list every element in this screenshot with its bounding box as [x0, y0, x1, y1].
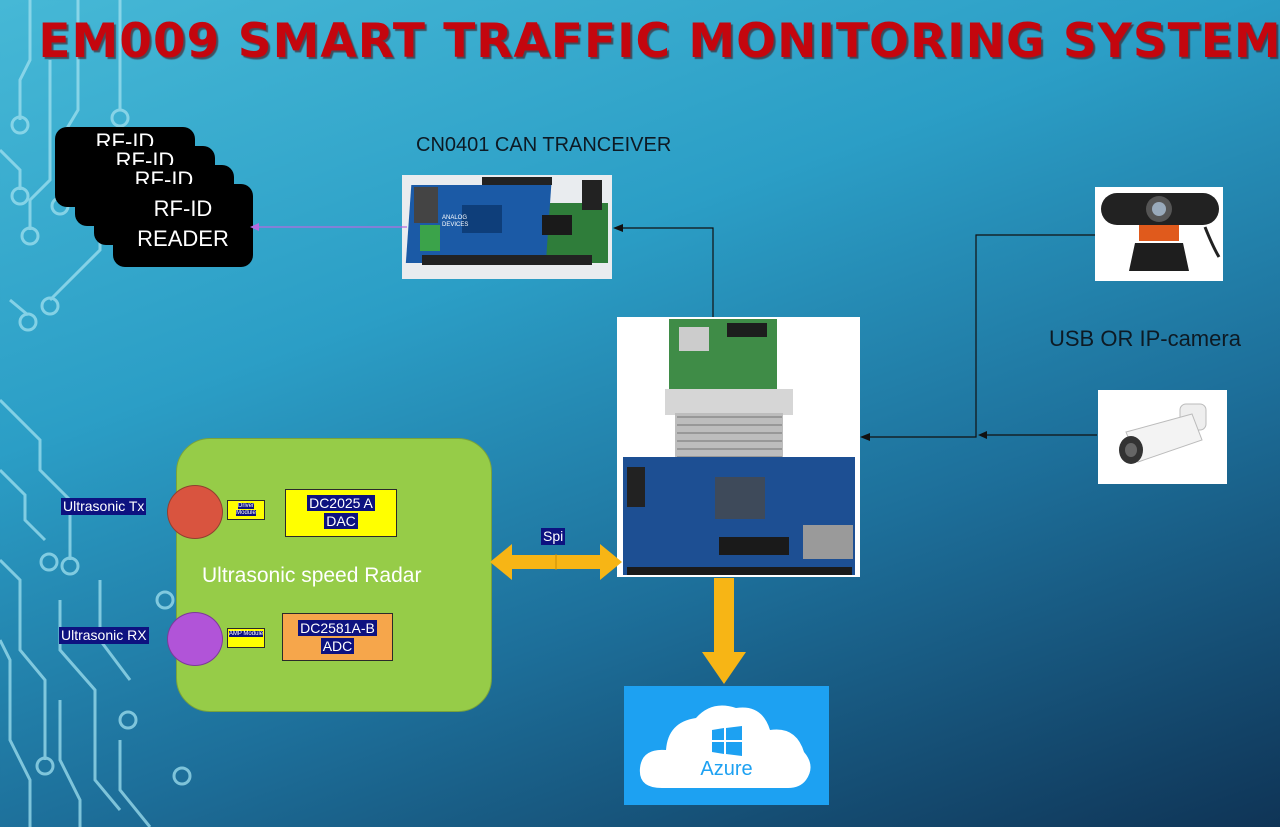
- fpga-board-image: [623, 319, 855, 575]
- analog-devices-logo: ANALOG DEVICES: [442, 215, 469, 228]
- can-to-rfid-arrow: [250, 223, 407, 231]
- rfid-reader-card: RF-ID READER: [113, 184, 253, 267]
- can-board-image: [405, 177, 608, 265]
- adc-label-line2: ADC: [320, 638, 355, 654]
- camera-label: USB OR IP-camera: [1049, 326, 1241, 351]
- ultrasonic-tx-circle: [167, 485, 223, 539]
- ultrasonic-rx-label: Ultrasonic RX: [59, 627, 149, 644]
- amp-module: AMP Module: [227, 628, 265, 648]
- board-to-cloud-arrow: [702, 578, 746, 684]
- fpga-board-stack: [617, 317, 860, 577]
- dac-label-line1: DC2025 A: [307, 495, 375, 511]
- radar-label: Ultrasonic speed Radar: [202, 564, 422, 587]
- azure-label: Azure: [700, 758, 753, 780]
- usb-webcam: [1095, 187, 1223, 281]
- can-tranceiver-board: ANALOG DEVICES: [402, 175, 612, 279]
- amp-module-label: AMP Module: [228, 631, 264, 637]
- can-tranceiver-label: CN0401 CAN TRANCEIVER: [416, 134, 672, 156]
- page-title: EM009 SMART TRAFFIC MONITORING SYSTEM: [38, 14, 1280, 69]
- ip-camera-image: [1119, 403, 1207, 464]
- rfid-reader-line1: RF-ID: [153, 196, 213, 221]
- driver-module: Driver Module: [227, 500, 265, 520]
- dac-label-line2: DAC: [324, 513, 358, 529]
- spi-label: Spi: [541, 528, 566, 545]
- spi-arrow: [490, 544, 622, 580]
- azure-cloud-box: Azure: [624, 686, 829, 805]
- adc-label-line1: DC2581A-B: [298, 620, 377, 636]
- driver-module-label: Driver Module: [236, 503, 256, 516]
- ultrasonic-radar-block: [176, 438, 492, 712]
- dac-block: DC2025 A DAC: [285, 489, 397, 537]
- rfid-reader-line2: READER: [137, 226, 229, 251]
- windows-logo-icon: [712, 726, 742, 756]
- ip-camera: [1098, 390, 1227, 484]
- ultrasonic-rx-circle: [167, 612, 223, 666]
- ultrasonic-tx-label: Ultrasonic Tx: [61, 498, 147, 515]
- webcam-image: [1101, 193, 1221, 271]
- cloud-icon: [639, 705, 811, 788]
- adc-block: DC2581A-B ADC: [282, 613, 393, 661]
